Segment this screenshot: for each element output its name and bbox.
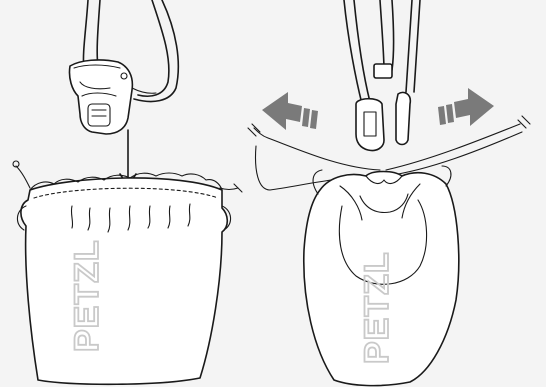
watermark-text: PETZL — [358, 251, 396, 364]
drawcord-right — [220, 184, 242, 192]
left-panel: PETZL — [13, 0, 242, 384]
pull-right-arrow-icon — [438, 88, 494, 126]
watermark-text: PETZL — [68, 239, 106, 352]
watermark-right: PETZL — [358, 251, 396, 364]
headlamp-clip — [356, 92, 410, 150]
drawcord-left — [13, 161, 30, 188]
pull-left-arrow-icon — [262, 92, 318, 130]
headband-strap-right — [344, 0, 420, 104]
headlamp-icon — [69, 60, 156, 134]
open-pouch — [13, 161, 242, 384]
watermark-left: PETZL — [68, 239, 106, 352]
buckle — [374, 64, 392, 78]
right-panel: PETZL — [248, 0, 530, 386]
